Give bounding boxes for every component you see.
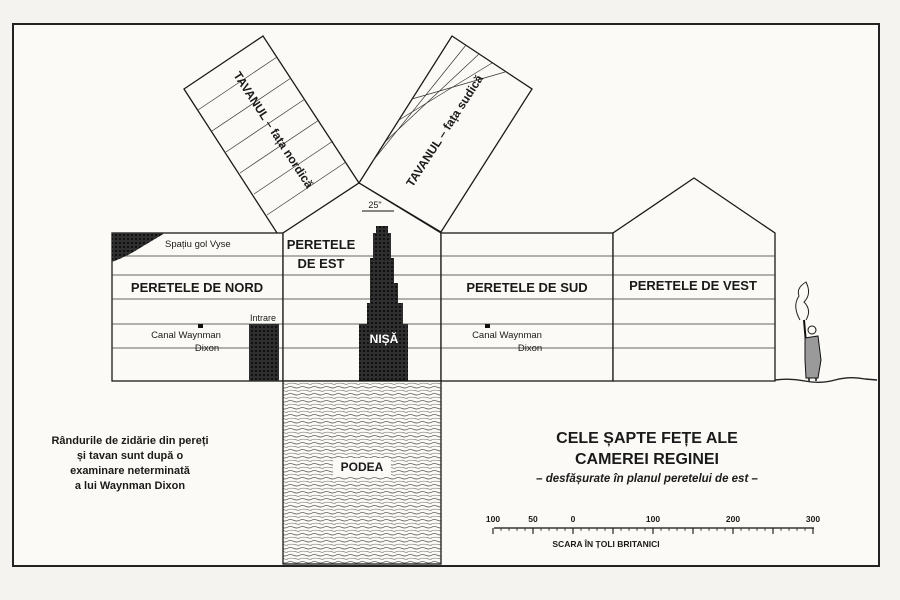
north-wall: Spațiu gol Vyse PERETELE DE NORD Intrare…: [111, 232, 284, 382]
masonry-note-line-1: Rândurile de zidărie din pereți: [51, 435, 208, 447]
niche-label: NIȘĂ: [370, 331, 399, 346]
scale-caption: SCARA ÎN ȚOLI BRITANICI: [552, 538, 659, 549]
torch-flame: [795, 281, 810, 321]
masonry-note-line-2: și tavan sunt după o: [77, 450, 184, 462]
scale-tick-label: 100: [646, 514, 660, 524]
niche-shape: [359, 226, 408, 381]
west-wall: PERETELE DE VEST: [612, 177, 776, 382]
title-line-1: CELE ȘAPTE FEȚE ALE: [556, 430, 738, 447]
east-wall-label: PERETELE: [287, 237, 356, 252]
title-line-2: CAMEREI REGINEI: [575, 451, 719, 468]
human-figure-with-torch: [795, 281, 822, 381]
canal-north-label: Canal Waynman: [151, 330, 221, 341]
scale-tick-label: 200: [726, 514, 740, 524]
canal-south-label-2: Dixon: [518, 343, 542, 354]
canal-north-marker: [198, 324, 203, 328]
floor: PODEA: [282, 380, 442, 565]
canal-north-label-2: Dixon: [195, 343, 219, 354]
canal-south-marker: [485, 324, 490, 328]
canal-south-label: Canal Waynman: [472, 330, 542, 341]
vyse-gap-label: Spațiu gol Vyse: [165, 239, 231, 250]
ceiling-north-face: TAVANUL – fața nordică: [183, 35, 360, 237]
masonry-note: Rândurile de zidărie din pereți și tavan…: [51, 435, 208, 492]
north-wall-label: PERETELE DE NORD: [131, 280, 263, 295]
entrance-passage: [249, 324, 279, 381]
title-block: CELE ȘAPTE FEȚE ALE CAMEREI REGINEI – de…: [536, 430, 758, 485]
scale-tick-label: 50: [528, 514, 538, 524]
scale-tick-label: 300: [806, 514, 820, 524]
vyse-gap-shading: [112, 233, 165, 262]
ground-line: [774, 377, 878, 383]
west-wall-label: PERETELE DE VEST: [629, 278, 757, 293]
niche-width-label: 25": [368, 200, 381, 210]
scale-bar: SCARA ÎN ȚOLI BRITANICI 100 50 0 100 200 300: [486, 514, 820, 549]
scale-tick-label: 0: [571, 514, 576, 524]
south-wall: PERETELE DE SUD Canal Waynman Dixon: [440, 232, 614, 382]
scale-tick-label: 100: [486, 514, 500, 524]
masonry-note-line-4: a lui Waynman Dixon: [75, 480, 186, 492]
title-subtitle: – desfășurate în planul peretelui de est…: [536, 473, 758, 485]
floor-label: PODEA: [341, 460, 384, 474]
ceiling-south-face: TAVANUL – fața sudică: [358, 35, 533, 233]
east-wall: 25" PERETELE DE EST NIȘĂ: [282, 182, 442, 382]
south-wall-label: PERETELE DE SUD: [466, 280, 587, 295]
masonry-note-line-3: examinare neterminată: [70, 465, 191, 477]
entrance-label: Intrare: [250, 313, 276, 323]
east-wall-label-2: DE EST: [298, 256, 345, 271]
